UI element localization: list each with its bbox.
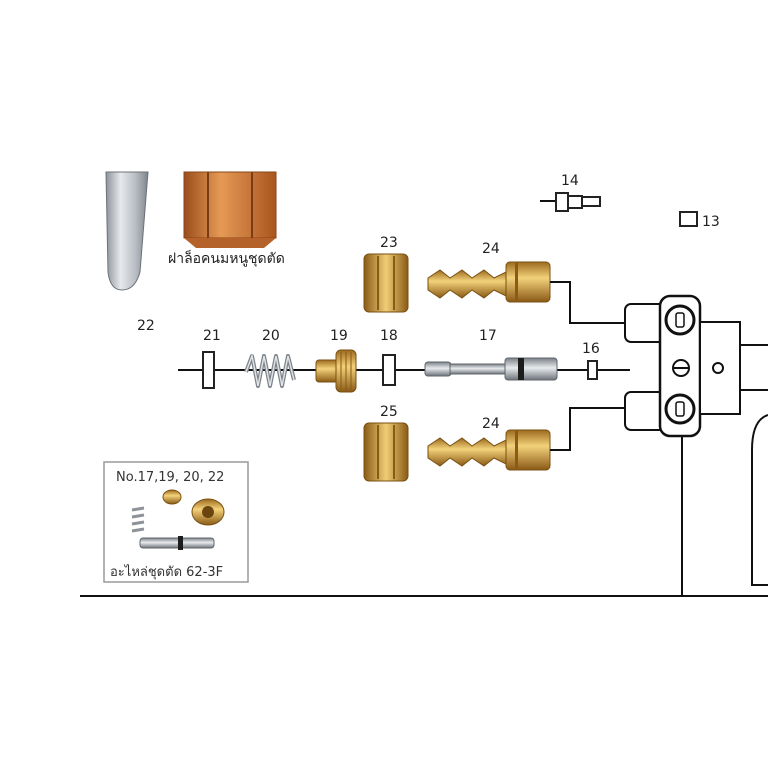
part-14-fitting xyxy=(540,192,601,212)
part-20-spring xyxy=(244,353,296,388)
inset-caption: อะไหล่ชุดตัด 62-3F xyxy=(110,564,223,580)
part-16-washer xyxy=(587,360,598,380)
label-14: 14 xyxy=(561,173,579,189)
top-connector-line xyxy=(550,281,628,324)
label-24-bottom: 24 xyxy=(482,416,500,432)
inset-parts-photo xyxy=(131,489,225,550)
label-16: 16 xyxy=(582,341,600,357)
part-23-hex-nut xyxy=(363,253,409,313)
label-17: 17 xyxy=(479,328,497,344)
part-13-square xyxy=(679,211,698,227)
bottom-connector-line xyxy=(550,407,628,451)
label-24-top: 24 xyxy=(482,241,500,257)
label-22: 22 xyxy=(137,318,155,334)
label-18: 18 xyxy=(380,328,398,344)
part-24-hose-fitting-top xyxy=(427,261,551,303)
part-24-hose-fitting-bottom xyxy=(427,429,551,471)
label-20: 20 xyxy=(262,328,280,344)
cutting-tip-photo xyxy=(105,171,149,291)
part-19-brass-plug xyxy=(315,349,357,393)
tip-nut-photo xyxy=(183,171,277,248)
part-21-washer xyxy=(202,351,215,389)
label-21: 21 xyxy=(203,328,221,344)
label-23: 23 xyxy=(380,235,398,251)
inset-panel xyxy=(103,461,249,583)
valve-body xyxy=(624,294,768,596)
tip-nut-caption: ฝาล็อคนมหนูชุดตัด xyxy=(168,249,285,267)
label-19: 19 xyxy=(330,328,348,344)
part-17-steel-pin xyxy=(424,357,558,381)
part-18-washer xyxy=(382,354,396,386)
label-13: 13 xyxy=(702,214,720,230)
part-25-hex-nut xyxy=(363,422,409,482)
inset-title: No.17,19, 20, 22 xyxy=(116,470,224,485)
label-25: 25 xyxy=(380,404,398,420)
